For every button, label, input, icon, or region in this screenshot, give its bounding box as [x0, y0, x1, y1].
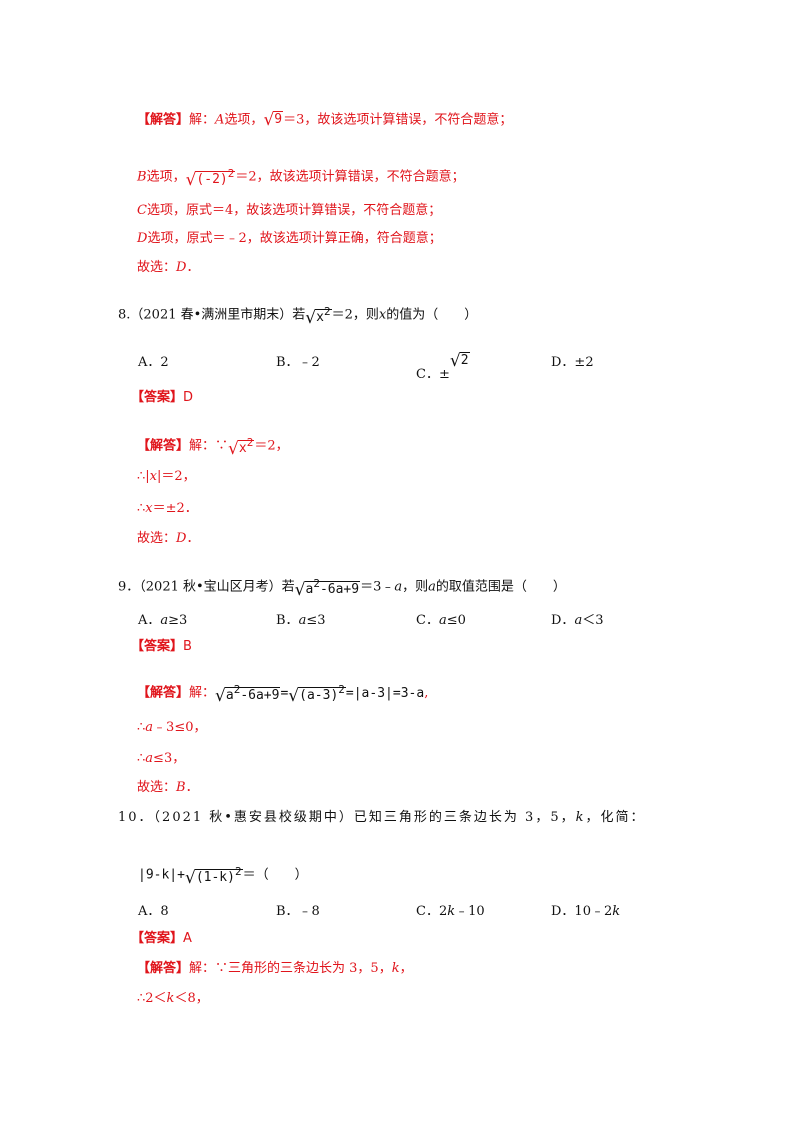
q9-solution-line-2: ∴a﹣3≤0， — [137, 720, 207, 735]
solution-label: 【解答】 — [137, 112, 190, 128]
sqrt-expression: √(a-3)2 — [288, 683, 346, 706]
sqrt-expression: √(1-k)2 — [184, 865, 243, 888]
solution-label: 【解答】 — [137, 438, 190, 454]
q7-solution-line-1: 【解答】解：A选项，√9＝3，故该选项计算错误，不符合题意； — [137, 110, 513, 130]
q9-answer: 【答案】B — [131, 637, 192, 657]
q10-option-d: D．10﹣2k — [551, 904, 621, 919]
q8-option-c: C．±√2 — [416, 351, 470, 382]
sqrt-expression: √(-2)2 — [185, 167, 236, 190]
q8-option-b: B．﹣2 — [276, 355, 320, 370]
sqrt-expression: √a2-6a+9 — [215, 683, 281, 706]
absolute-value-expression: |a-3|=3-a — [353, 685, 425, 701]
q8-solution-line-3: ∴x＝±2． — [137, 501, 198, 516]
answer-label: 【答案】 — [131, 931, 184, 946]
q9-stem: 9．（2021 秋•宝山区月考）若√a2-6a+9＝3﹣a，则a的取值范围是（ … — [118, 574, 566, 600]
q8-option-a: A．2 — [138, 355, 169, 370]
q8-option-d: D．±2 — [551, 355, 594, 370]
q8-stem: 8.（2021 春•满洲里市期末）若√x2＝2，则x的值为（ ） — [118, 302, 477, 328]
q10-solution-line-1: 【解答】解：∵三角形的三条边长为 3，5，k， — [137, 961, 413, 976]
q9-solution-line-1: 【解答】解：√a2-6a+9=√(a-3)2=|a-3|=3-a, — [137, 680, 428, 706]
q10-option-c: C．2k﹣10 — [416, 904, 485, 919]
answer-value: D — [183, 390, 194, 405]
q10-stem: 10．（2021 秋•惠安县校级期中）已知三角形的三条边长为 3，5，k，化简： — [118, 810, 646, 825]
q7-solution-conclusion: 故选：D． — [137, 260, 200, 275]
sqrt-expression: √x2 — [305, 305, 332, 328]
q10-option-a: A．8 — [138, 904, 169, 919]
solution-label: 【解答】 — [137, 961, 190, 976]
sqrt-expression: √9 — [263, 110, 284, 130]
answer-value: B — [183, 639, 192, 654]
q10-expression: |9-k|+√(1-k)2＝（ ） — [138, 862, 308, 888]
answer-label: 【答案】 — [131, 390, 184, 405]
answer-label: 【答案】 — [131, 639, 184, 654]
q9-solution-conclusion: 故选：B． — [137, 780, 199, 795]
answer-value: A — [183, 931, 192, 946]
q9-option-c: C．a≤0 — [416, 613, 466, 628]
q9-option-b: B．a≤3 — [276, 613, 326, 628]
q10-option-b: B．﹣8 — [276, 904, 320, 919]
q8-answer: 【答案】D — [131, 388, 193, 408]
sqrt-expression: √x2 — [228, 436, 255, 459]
q7-solution-line-2: B选项，√(-2)2＝2，故该选项计算错误，不符合题意； — [137, 164, 465, 190]
solution-label: 【解答】 — [137, 685, 190, 701]
sqrt-expression: √a2-6a+9 — [294, 577, 361, 600]
q8-solution-line-1: 【解答】解：∵√x2＝2， — [137, 433, 289, 459]
q9-solution-line-3: ∴a≤3， — [137, 751, 186, 766]
q8-solution-line-2: ∴|x|＝2， — [137, 469, 196, 484]
sqrt-expression: √2 — [449, 351, 470, 371]
q7-solution-line-3: C选项，原式＝4，故该选项计算错误，不符合题意； — [137, 203, 442, 218]
q8-solution-conclusion: 故选：D． — [137, 531, 200, 546]
q7-solution-line-4: D选项，原式＝﹣2，故该选项计算正确，符合题意； — [137, 231, 442, 246]
q10-answer: 【答案】A — [131, 929, 192, 949]
absolute-value-expression: |9-k| — [138, 867, 178, 883]
q9-option-a: A．a≥3 — [138, 613, 188, 628]
q9-option-d: D．a＜3 — [551, 613, 604, 628]
q10-solution-line-2: ∴2＜k＜8， — [137, 991, 209, 1006]
